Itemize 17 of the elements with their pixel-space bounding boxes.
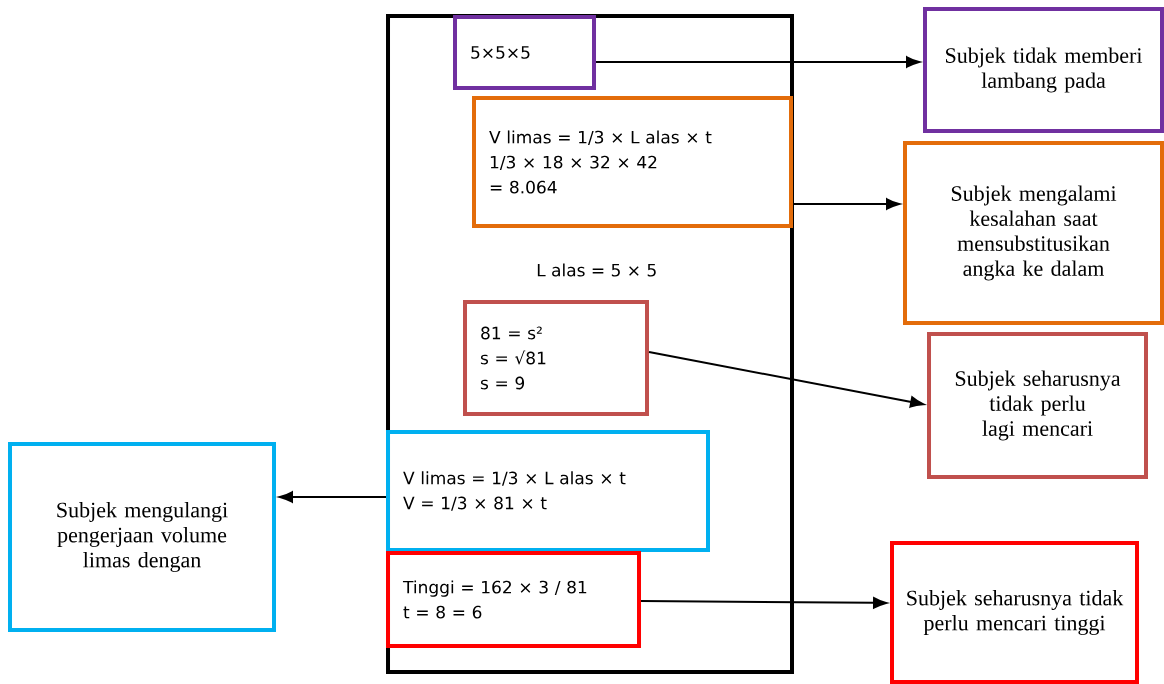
highlight-box: 81 = s² s = √81 s = 9 <box>463 300 649 416</box>
annotation-box: Subjek seharusnya tidak perlu mencari tinggi <box>890 541 1139 684</box>
arrow <box>792 198 900 210</box>
arrow <box>279 491 387 503</box>
answer-sheet-frame <box>386 14 794 674</box>
highlight-box: V limas = 1/3 × L alas × t V = 1/3 × 81 × t <box>386 430 710 552</box>
annotation-box: Subjek mengalami kesalahan saat mensubstitusikan angka ke dalam <box>903 141 1164 325</box>
annotation-box: Subjek tidak memberi lambang pada <box>923 7 1164 133</box>
handwritten-text: L alas = 5 × 5 <box>537 263 656 277</box>
annotation-box: Subjek mengulangi pengerjaan volume limas dengan <box>8 442 276 632</box>
annotation-box: Subjek seharusnya tidak perlu lagi mencari <box>927 332 1148 479</box>
arrow <box>648 351 925 408</box>
arrow <box>595 56 920 68</box>
highlight-box: Tinggi = 162 × 3 / 81 t = 8 = 6 <box>386 551 641 648</box>
arrow <box>640 597 887 609</box>
highlight-box: V limas = 1/3 × L alas × t 1/3 × 18 × 32 × 42 = 8.064 <box>472 96 793 228</box>
highlight-box: 5×5×5 <box>453 15 596 90</box>
